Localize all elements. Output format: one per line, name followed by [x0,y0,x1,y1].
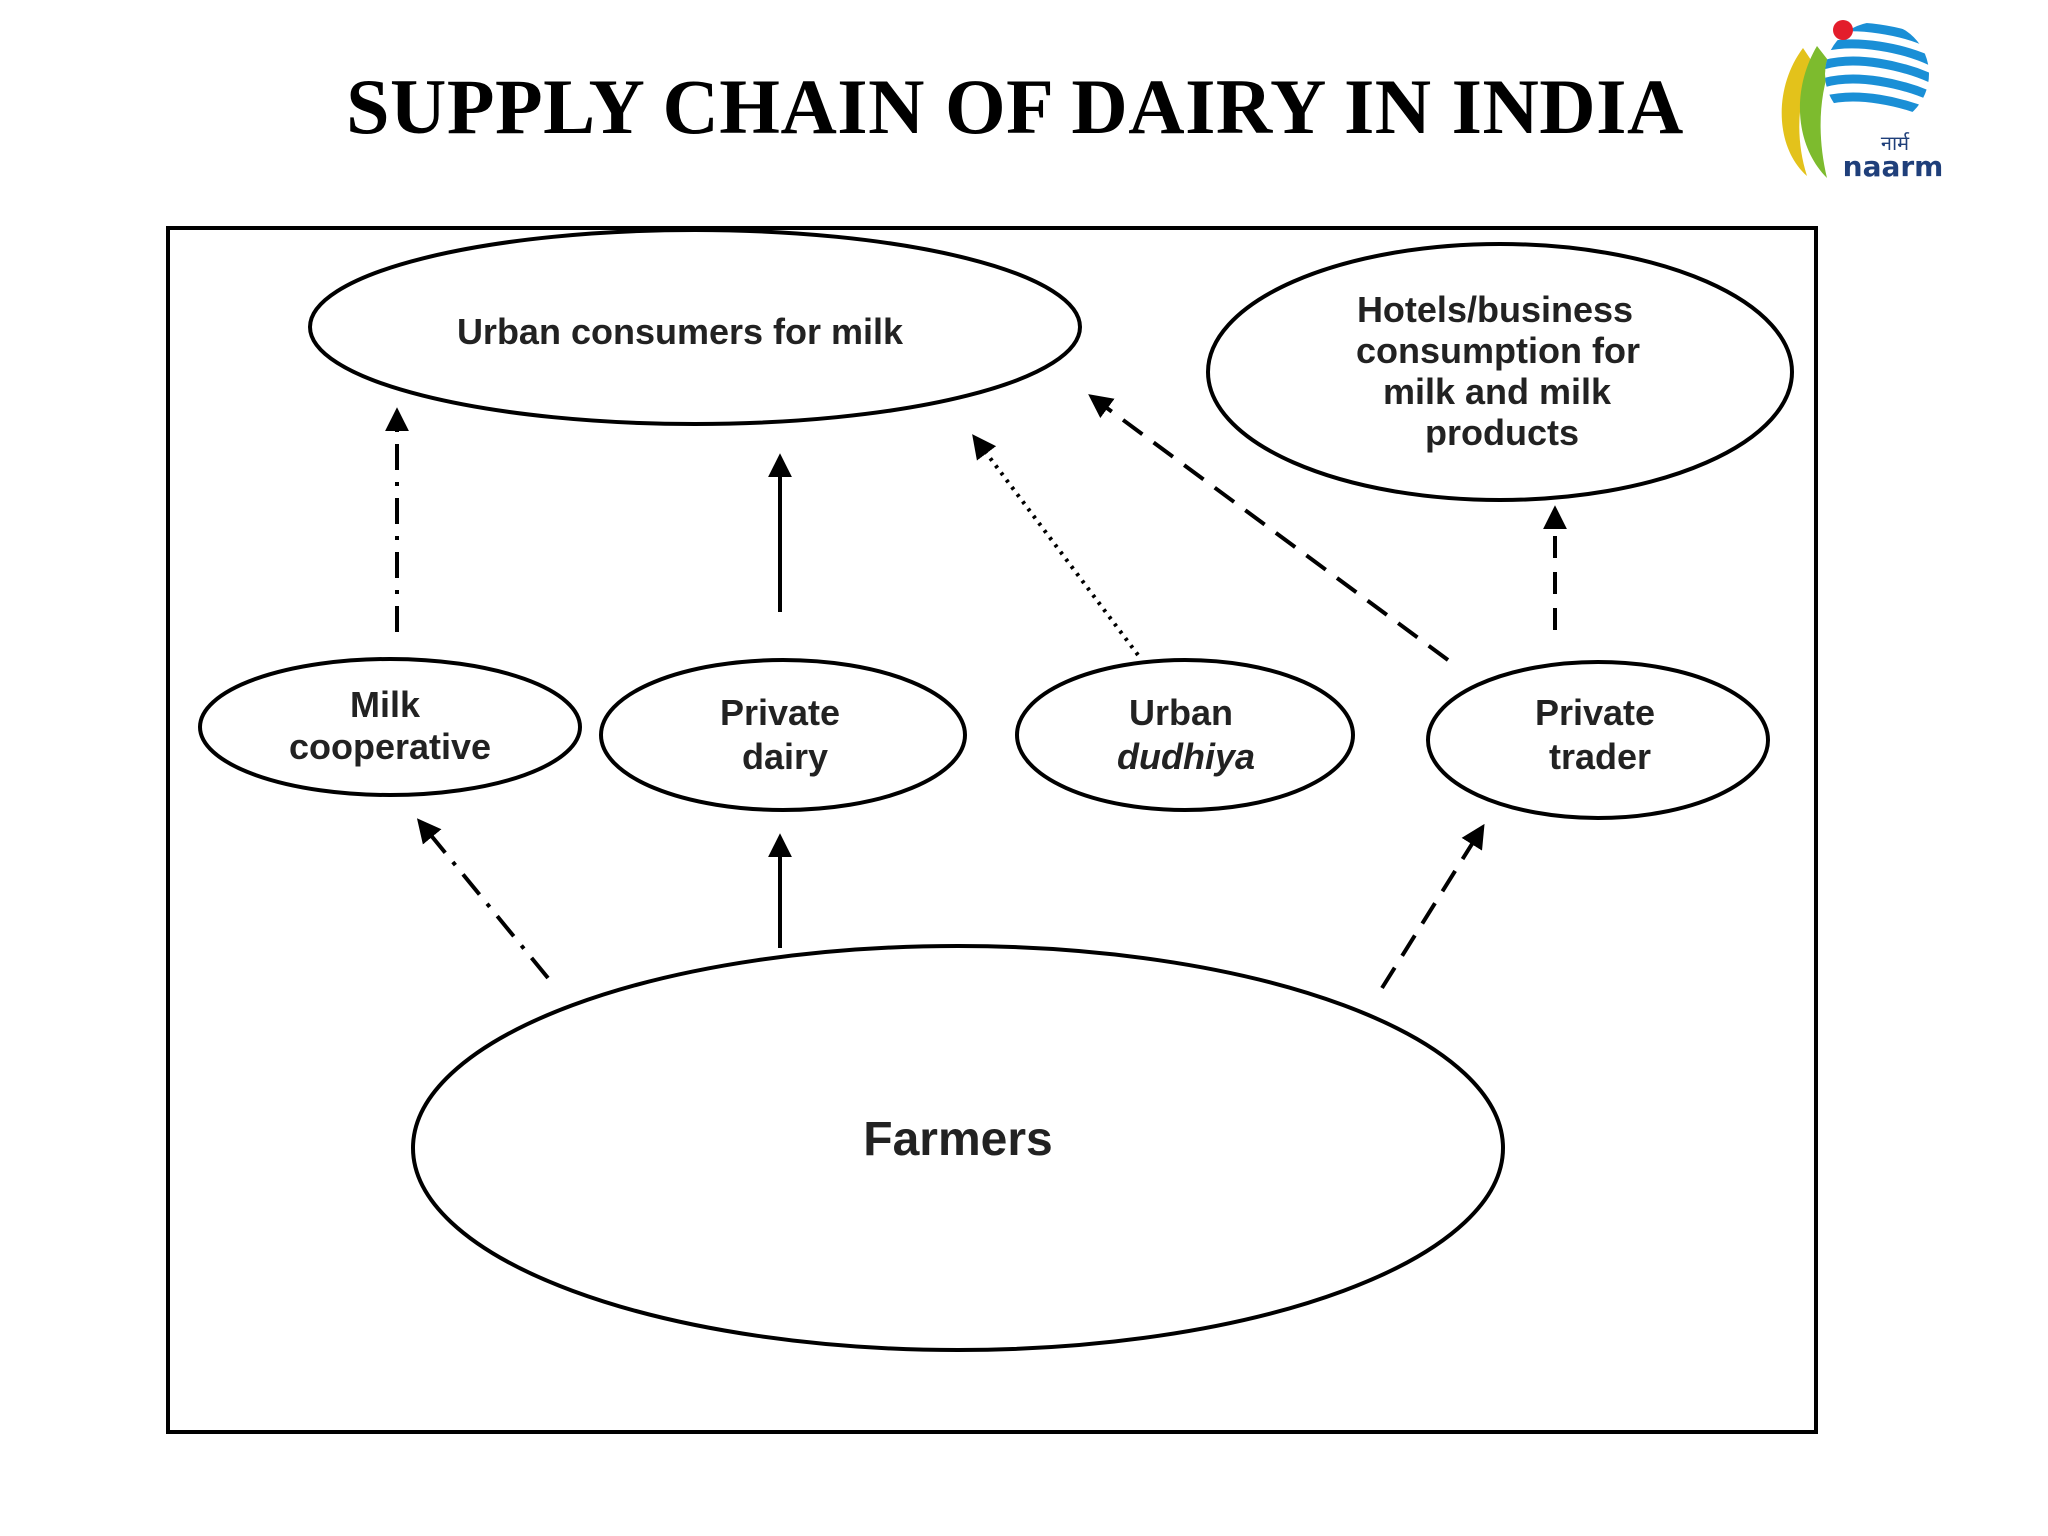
naarm-logo: नार्म naarm [1781,20,1944,183]
diagram-frame [166,226,1818,1434]
logo-text: naarm [1843,150,1944,183]
logo-red-dot [1833,20,1853,40]
logo-devanagari: नार्म [1881,131,1910,155]
node-urban-consumers [308,228,1082,426]
label-urban-dudhiya: Urban dudhiya [1117,692,1255,777]
node-urban-dudhiya [1015,658,1355,812]
logo-leaf-green [1799,46,1831,178]
label-milk-coop: Milk cooperative [289,684,491,767]
label-farmers: Farmers [863,1113,1052,1166]
slide-title: SUPPLY CHAIN OF DAIRY IN INDIA [346,63,1684,150]
node-farmers [411,944,1505,1352]
arrow-dudhiya-to-urban [972,434,1140,657]
node-milk-coop [198,657,582,797]
node-hotels [1206,242,1794,502]
label-hotels: Hotels/business consumption for milk and… [1356,289,1650,453]
label-private-dairy: Private dairy [720,692,850,777]
label-urban-consumers: Urban consumers for milk [457,311,904,352]
label-private-trader: Private trader [1535,692,1665,777]
arrow-farmers-to-coop [416,818,550,980]
arrow-farmers-to-trader [1380,823,1485,990]
node-private-dairy [599,658,967,812]
node-private-trader [1426,660,1770,820]
